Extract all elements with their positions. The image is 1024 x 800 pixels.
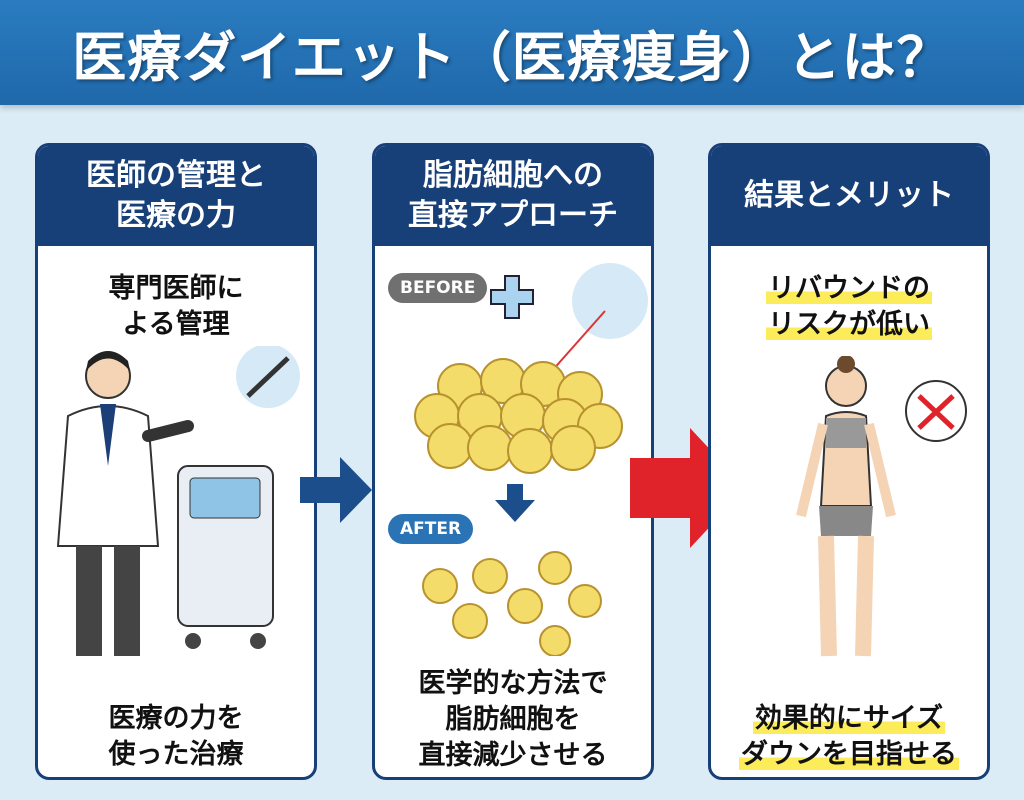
medical-cross-icon bbox=[490, 275, 534, 319]
page-title: 医療ダイエット（医療痩身）とは？ bbox=[72, 26, 952, 89]
heading-line: 医療の力 bbox=[116, 198, 236, 233]
text-line: 直接減少させる bbox=[418, 740, 608, 771]
text-line: よる管理 bbox=[122, 309, 230, 340]
text-line: 専門医師に bbox=[108, 273, 244, 304]
panel-doctor-management: 医師の管理と 医療の力 専門医師に よる管理 医療の力を 使った治療 bbox=[35, 143, 317, 780]
panel-heading: 医師の管理と 医療の力 bbox=[38, 146, 314, 246]
before-badge: BEFORE bbox=[388, 273, 488, 303]
panel-heading: 脂肪細胞への 直接アプローチ bbox=[375, 146, 651, 246]
fat-cells-illustration bbox=[414, 263, 648, 656]
top-text: リバウンドの リスクが低い bbox=[711, 271, 987, 343]
top-text: 専門医師に よる管理 bbox=[38, 271, 314, 343]
arrow-down-icon bbox=[495, 484, 535, 522]
bottom-text: 効果的にサイズ ダウンを目指せる bbox=[711, 701, 987, 773]
text-line: 医療の力を bbox=[108, 703, 244, 734]
panel-heading: 結果とメリット bbox=[711, 146, 987, 246]
text-line: 効果的にサイズ bbox=[752, 703, 946, 734]
bottom-text: 医学的な方法で 脂肪細胞を 直接減少させる bbox=[375, 666, 651, 774]
panel-results-merits: 結果とメリット リバウンドの リスクが低い 効果的にサイズ ダウンを目指せる bbox=[708, 143, 990, 780]
text-line: ダウンを目指せる bbox=[739, 739, 959, 770]
text-line: リスクが低い bbox=[766, 309, 932, 340]
heading-line: 結果とメリット bbox=[744, 178, 954, 213]
text-line: 脂肪細胞を bbox=[445, 704, 581, 735]
after-badge: AFTER bbox=[388, 514, 474, 544]
laser-icon bbox=[572, 263, 648, 339]
doctor-illustration bbox=[56, 346, 300, 656]
title-banner: 医療ダイエット（医療痩身）とは？ bbox=[0, 0, 1024, 105]
arrow-right-icon bbox=[300, 457, 372, 523]
text-line: リバウンドの bbox=[766, 273, 932, 304]
heading-line: 直接アプローチ bbox=[408, 198, 618, 233]
text-line: 使った治療 bbox=[108, 739, 244, 770]
heading-line: 医師の管理と bbox=[86, 158, 266, 193]
text-line: 医学的な方法で bbox=[418, 668, 608, 699]
panel-fat-cell-approach: 脂肪細胞への 直接アプローチ BEFORE AFTER 医学的な方法で 脂肪細胞… bbox=[372, 143, 654, 780]
bottom-text: 医療の力を 使った治療 bbox=[38, 701, 314, 773]
woman-illustration bbox=[796, 356, 967, 657]
heading-line: 脂肪細胞への bbox=[423, 158, 603, 193]
